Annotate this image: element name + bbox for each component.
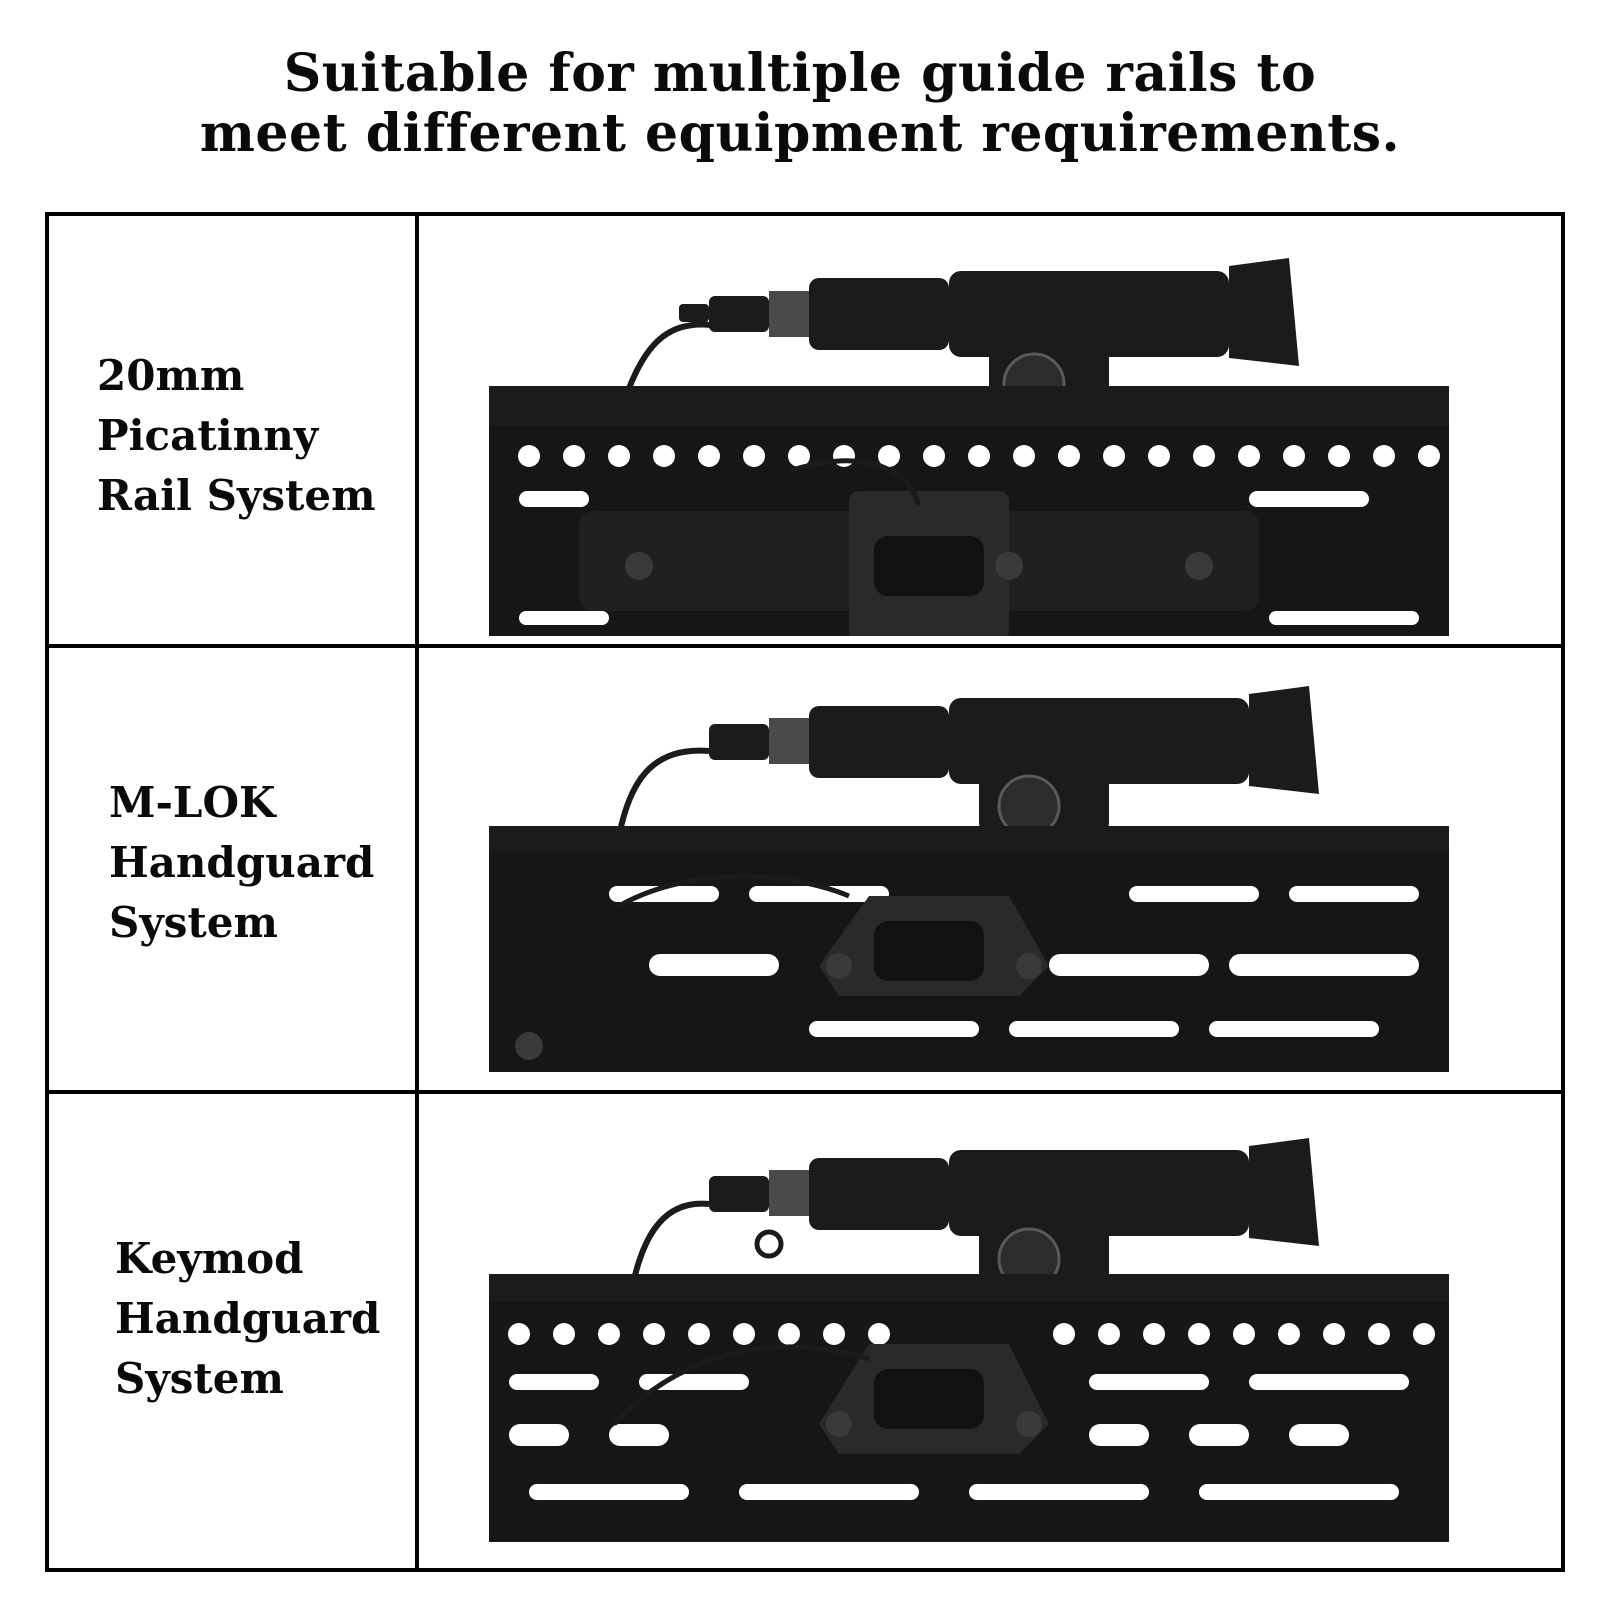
page-heading: Suitable for multiple guide rails to mee… — [0, 44, 1600, 164]
row-label-mlok: M-LOK Handguard System — [109, 778, 375, 947]
column-divider — [415, 216, 419, 1568]
comparison-table: 20mm Picatinny Rail System — [45, 212, 1565, 1572]
mlok-handguard-photo — [489, 686, 1449, 1072]
keymod-handguard-photo — [489, 1138, 1449, 1542]
heading-line-1: Suitable for multiple guide rails to — [283, 43, 1317, 104]
table-row-keymod: Keymod Handguard System — [49, 1094, 1561, 1568]
row-label-picatinny: 20mm Picatinny Rail System — [97, 351, 376, 520]
picatinny-rail-photo — [489, 258, 1449, 636]
table-row-mlok: M-LOK Handguard System — [49, 648, 1561, 1094]
rail-teeth — [489, 386, 1449, 400]
table-row-picatinny: 20mm Picatinny Rail System — [49, 216, 1561, 648]
row-label-keymod: Keymod Handguard System — [115, 1234, 381, 1403]
heading-line-2: meet different equipment requirements. — [199, 103, 1401, 164]
